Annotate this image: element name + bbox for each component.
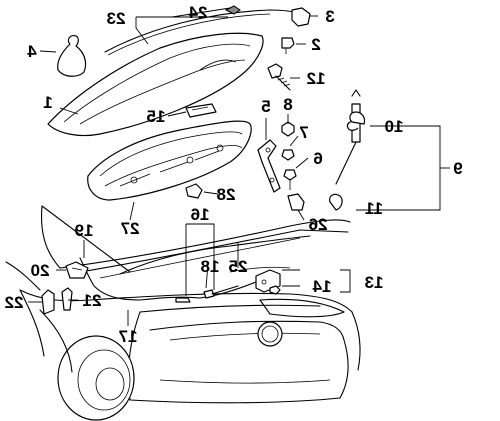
callout-25: 25 — [229, 257, 248, 276]
hood-panel — [47, 32, 264, 137]
callout-21: 21 — [83, 291, 102, 310]
callout-3: 3 — [325, 7, 334, 26]
hood-seal — [104, 5, 301, 56]
handle-bezel — [41, 289, 55, 315]
leader-lines — [28, 7, 450, 326]
callout-labels: 1 2 3 4 5 6 7 8 9 10 11 12 13 14 15 16 1… — [5, 3, 463, 346]
release-handle — [65, 261, 89, 279]
bumper-part — [281, 37, 295, 54]
cable-clip — [61, 287, 73, 311]
callout-11: 11 — [365, 199, 383, 218]
cable-ends — [175, 285, 239, 303]
hood-strut — [335, 89, 361, 185]
strut-bracket — [287, 193, 305, 211]
callout-5: 5 — [261, 97, 270, 116]
strut-clip-upper — [349, 111, 366, 125]
callout-27: 27 — [121, 219, 140, 238]
callout-7: 7 — [299, 123, 308, 142]
callout-26: 26 — [309, 215, 328, 234]
callout-9: 9 — [453, 159, 462, 178]
callout-24: 24 — [188, 3, 207, 22]
hood-latch — [255, 269, 281, 295]
callout-15: 15 — [147, 107, 166, 126]
callout-19: 19 — [75, 221, 94, 240]
callout-1: 1 — [43, 93, 52, 112]
callout-16: 16 — [191, 205, 210, 224]
adjuster-bolt — [267, 63, 291, 91]
callout-23: 23 — [107, 9, 126, 28]
hood-inner-panel — [87, 120, 252, 201]
callout-22: 22 — [5, 293, 24, 312]
car-body — [5, 205, 361, 421]
callout-17: 17 — [119, 327, 138, 346]
callout-20: 20 — [31, 261, 50, 280]
callout-10: 10 — [385, 117, 404, 136]
bracket — [185, 183, 203, 199]
strut-clip-lower — [329, 193, 343, 211]
callout-14: 14 — [312, 277, 331, 296]
callout-8: 8 — [283, 95, 292, 114]
callout-12: 12 — [307, 69, 326, 88]
callout-2: 2 — [311, 35, 320, 54]
hood-latch-plate — [185, 103, 217, 118]
hinge-bolt — [281, 121, 297, 190]
clip-part — [291, 7, 311, 27]
callout-13: 13 — [365, 273, 384, 292]
callout-18: 18 — [201, 257, 220, 276]
callout-6: 6 — [313, 149, 322, 168]
insulator-bag — [57, 35, 87, 77]
hood-hinge — [257, 139, 281, 193]
callout-28: 28 — [217, 185, 236, 204]
callout-4: 4 — [27, 42, 37, 61]
